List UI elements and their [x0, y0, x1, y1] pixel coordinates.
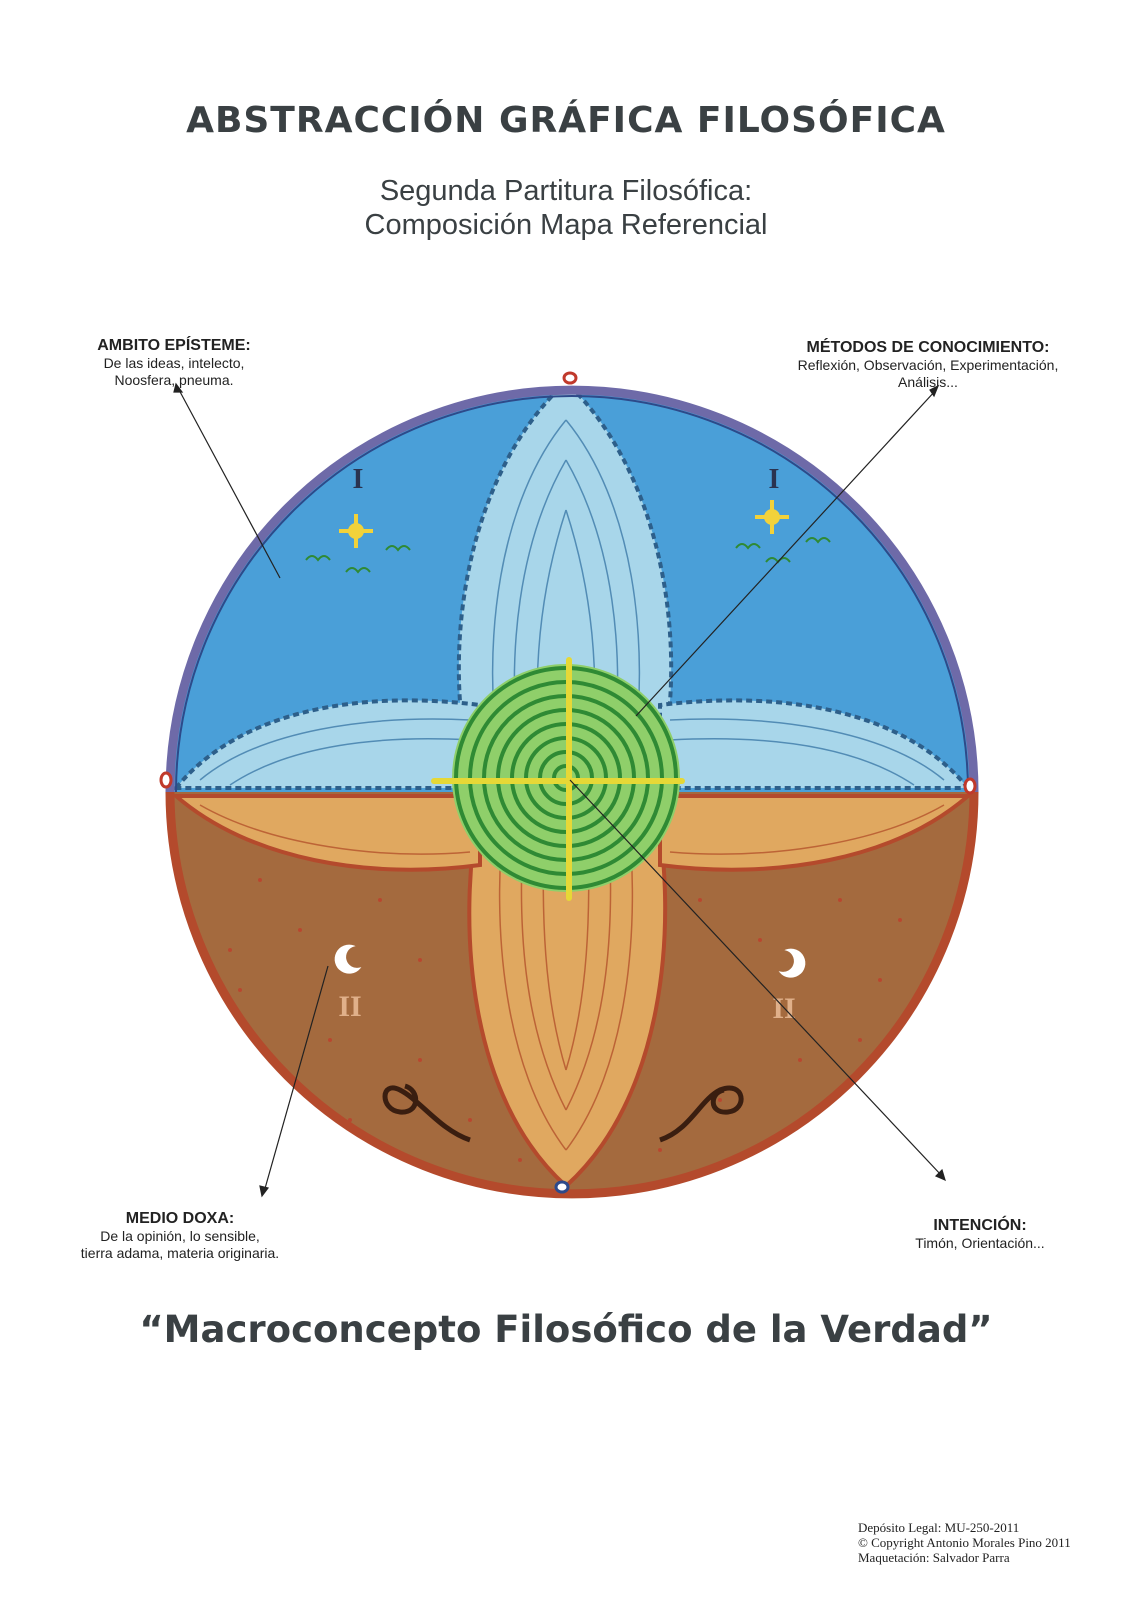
label-line: Noosfera, pneuma.	[114, 372, 234, 388]
rim-bottom	[165, 791, 979, 1199]
label-line: tierra adama, materia originaria.	[80, 1245, 280, 1261]
star-icon	[339, 514, 373, 548]
birds-icon	[305, 537, 831, 574]
subtitle-line-2: Composición Mapa Referencial	[364, 209, 768, 241]
label-line: De las ideas, intelecto,	[103, 355, 245, 371]
label-heading: MÉTODOS DE CONOCIMIENTO:	[806, 339, 1050, 356]
legal-deposit: Depósito Legal: MU-250-2011	[858, 1520, 1020, 1535]
numeral-upper-left: I	[353, 464, 364, 495]
main-concept-title: “Macroconcepto Filosófico de la Verdad”	[139, 1308, 993, 1351]
moon-icon	[334, 944, 362, 974]
rim-node-right	[963, 777, 977, 795]
numeral-upper-right: I	[769, 464, 780, 495]
rim-top	[165, 385, 979, 793]
moon-icon	[778, 948, 806, 978]
label-metodos-conocimiento: MÉTODOS DE CONOCIMIENTO: Reflexión, Obse…	[778, 338, 1078, 391]
label-heading: INTENCIÓN:	[933, 1217, 1027, 1234]
subtitle-line-1: Segunda Partitura Filosófica:	[379, 175, 753, 207]
earth-petal-right	[658, 794, 970, 872]
label-line: Timón, Orientación...	[915, 1235, 1045, 1251]
sky-petal-right	[658, 698, 970, 790]
rim-node-top	[562, 371, 578, 385]
spiral-icon	[659, 1085, 744, 1143]
label-intencion: INTENCIÓN: Timón, Orientación...	[890, 1216, 1070, 1252]
leader-lines	[173, 382, 946, 1198]
sky-petal-left	[174, 698, 482, 790]
label-line: Reflexión, Observación, Experimentación,	[797, 357, 1059, 373]
copyright-block: Depósito Legal: MU-250-2011 © Copyright …	[858, 1520, 1071, 1565]
center-cross	[431, 657, 685, 901]
label-line: Análisis...	[898, 374, 958, 390]
layout-credit: Maquetación: Salvador Parra	[858, 1550, 1010, 1565]
earth-petal-left	[174, 794, 482, 872]
label-heading: MEDIO DOXA:	[125, 1210, 235, 1227]
rim-inner-top	[175, 395, 969, 793]
star-icon	[755, 500, 789, 534]
rim-node-bottom	[554, 1180, 570, 1194]
spiral-icon	[382, 1083, 471, 1143]
rim-node-left	[159, 771, 173, 789]
label-medio-doxa: MEDIO DOXA: De la opinión, lo sensible, …	[60, 1209, 300, 1262]
label-heading: AMBITO EPÍSTEME:	[97, 337, 251, 354]
page-title: ABSTRACCIÓN GRÁFICA FILOSÓFICA	[186, 100, 946, 141]
copyright-line: © Copyright Antonio Morales Pino 2011	[858, 1535, 1071, 1550]
page-subtitle: Segunda Partitura Filosófica: Composició…	[0, 174, 1132, 242]
label-line: De la opinión, lo sensible,	[100, 1228, 260, 1244]
numeral-lower-left: II	[338, 990, 361, 1023]
label-ambito-episteme: AMBITO EPÍSTEME: De las ideas, intelecto…	[68, 336, 280, 389]
